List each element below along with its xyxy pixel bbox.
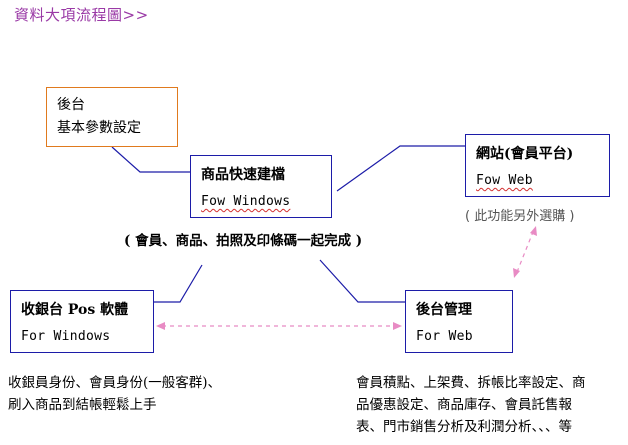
admin-desc-line: 會員積點、上架費、拆帳比率設定、商 bbox=[356, 375, 586, 391]
web-subtitle: Fow Web bbox=[476, 173, 533, 188]
pos-desc-line: 刷入商品到結帳輕鬆上手 bbox=[8, 397, 157, 413]
admin-subtitle: For Web bbox=[416, 329, 473, 344]
settings-box: 後台 基本參數設定 bbox=[46, 87, 178, 147]
connector-product-web bbox=[336, 145, 465, 192]
admin-desc-line: 品優惠設定、商品庫存、會員託售報 bbox=[356, 397, 572, 413]
arrow-down bbox=[513, 268, 520, 278]
arrow-right bbox=[393, 322, 402, 330]
diagram-title: 資料大項流程圖>> bbox=[14, 6, 149, 24]
settings-line2: 基本參數設定 bbox=[57, 120, 141, 136]
connector-settings-product bbox=[111, 146, 190, 173]
arrow-up bbox=[530, 226, 537, 236]
connector-product-pos bbox=[154, 264, 203, 303]
settings-line1: 後台 bbox=[57, 97, 85, 113]
product-box: 商品快速建檔 Fow Windows bbox=[190, 155, 332, 218]
optional-note: ( 此功能另外選購 ) bbox=[465, 209, 575, 224]
product-subtitle: Fow Windows bbox=[201, 194, 291, 209]
pos-subtitle: For Windows bbox=[21, 329, 111, 344]
admin-desc-line: 表、門市銷售分析及利潤分析、、、等 bbox=[356, 419, 572, 435]
pos-desc-line: 收銀員身份、會員身份(一般客群)、 bbox=[8, 375, 222, 391]
web-title: 網站(會員平台) bbox=[476, 146, 574, 162]
dashed-link-admin-web bbox=[516, 231, 534, 273]
pos-box: 收銀台 Pos 軟體 For Windows bbox=[10, 290, 154, 353]
admin-title: 後台管理 bbox=[416, 302, 472, 318]
arrow-left bbox=[156, 322, 165, 330]
pos-title: 收銀台 Pos 軟體 bbox=[21, 302, 129, 318]
web-box: 網站(會員平台) Fow Web bbox=[465, 134, 610, 197]
admin-box: 後台管理 For Web bbox=[405, 290, 513, 353]
complete-note: ( 會員、商品、拍照及印條碼一起完成 ) bbox=[124, 233, 363, 249]
pos-description: 收銀員身份、會員身份(一般客群)、 刷入商品到結帳輕鬆上手 bbox=[8, 372, 268, 416]
product-title: 商品快速建檔 bbox=[201, 167, 285, 183]
connector-product-admin bbox=[319, 259, 405, 303]
admin-description: 會員積點、上架費、拆帳比率設定、商 品優惠設定、商品庫存、會員託售報 表、門市銷… bbox=[356, 372, 626, 438]
